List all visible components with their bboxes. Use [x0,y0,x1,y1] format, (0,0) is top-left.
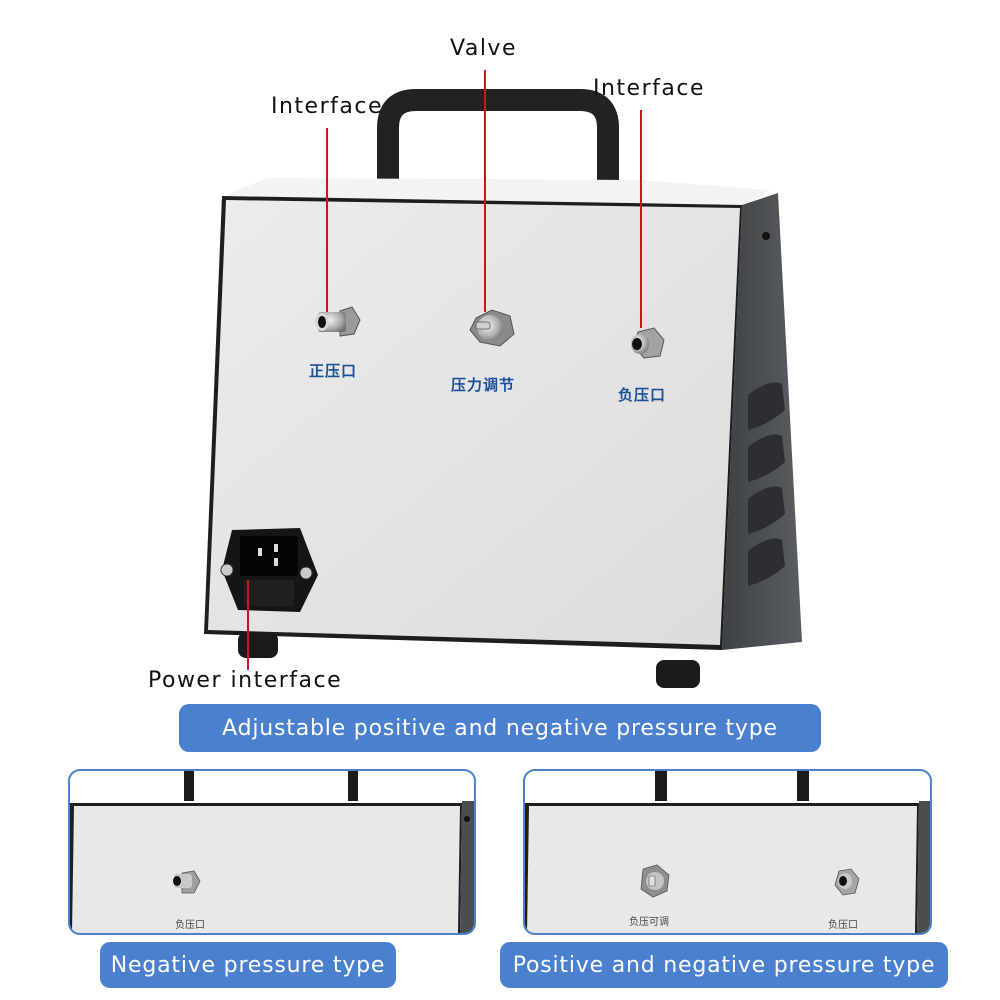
inset-label-negative-port: 负压口 [828,920,858,931]
banner-positive-negative-type: Positive and negative pressure type [500,942,948,988]
pressure-valve-knob[interactable] [469,309,515,347]
banner-adjustable-type: Adjustable positive and negative pressur… [179,704,821,752]
banner-negative-type: Negative pressure type [100,942,396,988]
inset-label-negative-adjustable: 负压可调 [629,917,669,928]
negative-adjust-valve[interactable] [640,864,670,898]
inset-negative-type: 负压口 [68,769,476,935]
label-pressure-adjust: 压力调节 [451,376,516,394]
leader-line-power [247,580,249,670]
negative-port-fitting[interactable] [631,327,665,359]
callout-power-interface: Power interface [148,668,343,693]
screw-icon [220,563,234,577]
negative-port-fitting[interactable] [834,868,860,896]
leader-line-left-interface [326,128,328,312]
vent-slots [748,382,785,586]
leader-line-valve [484,70,486,312]
power-inlet[interactable] [220,528,318,612]
inset-positive-negative-illustration [525,771,930,933]
negative-port-fitting[interactable] [173,870,201,894]
side-panel [722,193,802,650]
foot-right [656,660,700,688]
inset-label-negative-port: 负压口 [175,920,205,931]
callout-right-interface: Interface [593,76,705,101]
fuse-drawer[interactable] [244,580,294,606]
inset-negative-illustration [70,771,474,933]
screw-icon [299,566,313,580]
top-surface [222,178,770,205]
carry-handle[interactable] [377,89,619,200]
callout-left-interface: Interface [271,94,383,119]
inset-positive-negative-type: 负压可调 负压口 [523,769,932,935]
label-positive-port: 正压口 [309,362,358,380]
callout-valve: Valve [450,36,517,61]
device-illustration [204,89,802,688]
positive-port-fitting[interactable] [315,306,361,337]
foot-left [238,632,278,658]
leader-line-right-interface [640,110,642,328]
label-negative-port: 负压口 [618,386,667,404]
